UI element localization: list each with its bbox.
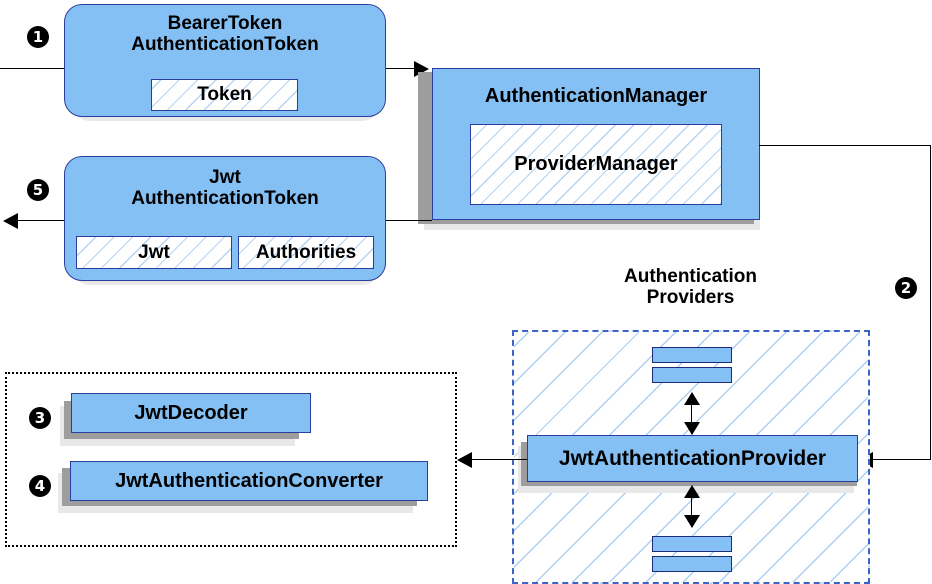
bearer-token-title-line1: BearerToken xyxy=(167,13,283,34)
jwt-inner-authorities-box[interactable]: Authorities xyxy=(238,236,374,269)
outgoing-response-arrowhead xyxy=(3,213,18,229)
jwt-authentication-converter-box[interactable]: JwtAuthenticationConverter xyxy=(70,461,428,501)
provider-link-arrow-down-top xyxy=(684,422,700,435)
manager-to-provider-line-top xyxy=(759,145,931,146)
provider-stub-bar-top-1 xyxy=(652,347,732,363)
jwt-token-title-line2: AuthenticationToken xyxy=(131,188,319,210)
provider-stub-bar-bottom-2 xyxy=(652,556,732,572)
manager-to-provider-line-vertical xyxy=(930,145,931,459)
step-marker-5: 5 xyxy=(27,179,49,201)
provider-stub-bar-top-2 xyxy=(652,367,732,383)
incoming-request-line xyxy=(0,68,64,69)
authentication-providers-title: Authentication Providers xyxy=(593,266,788,309)
jwt-decoder-box[interactable]: JwtDecoder xyxy=(71,393,311,433)
bearer-token-inner-token-box[interactable]: Token xyxy=(151,79,298,111)
jwt-token-title-line1: Jwt xyxy=(209,167,241,188)
provider-link-line-top xyxy=(691,394,692,434)
provider-manager-box[interactable]: ProviderManager xyxy=(470,124,722,205)
jwt-inner-jwt-box[interactable]: Jwt xyxy=(76,236,232,269)
manager-to-jwt-token-line xyxy=(386,220,432,221)
step-marker-1: 1 xyxy=(27,26,49,48)
provider-to-converters-arrowhead xyxy=(457,452,472,468)
step-marker-4: 4 xyxy=(29,475,51,497)
provider-link-arrow-down-bottom xyxy=(684,515,700,528)
provider-link-arrow-up-bottom xyxy=(684,485,700,498)
bearer-token-title-line2: AuthenticationToken xyxy=(131,34,319,56)
outgoing-response-line xyxy=(18,220,64,221)
bearer-to-manager-line xyxy=(386,68,422,69)
step-marker-2: 2 xyxy=(895,277,917,299)
provider-link-line-bottom xyxy=(691,487,692,527)
jwt-authentication-provider-box[interactable]: JwtAuthenticationProvider xyxy=(527,435,858,482)
providers-title-line2: Providers xyxy=(646,287,735,309)
provider-link-arrow-up-top xyxy=(684,392,700,405)
provider-to-converters-line xyxy=(472,459,527,460)
manager-to-provider-line-bottom xyxy=(873,459,931,460)
provider-stub-bar-bottom-1 xyxy=(652,536,732,552)
providers-title-line1: Authentication xyxy=(624,266,757,287)
step-marker-3: 3 xyxy=(29,407,51,429)
authentication-manager-label: AuthenticationManager xyxy=(484,85,708,107)
